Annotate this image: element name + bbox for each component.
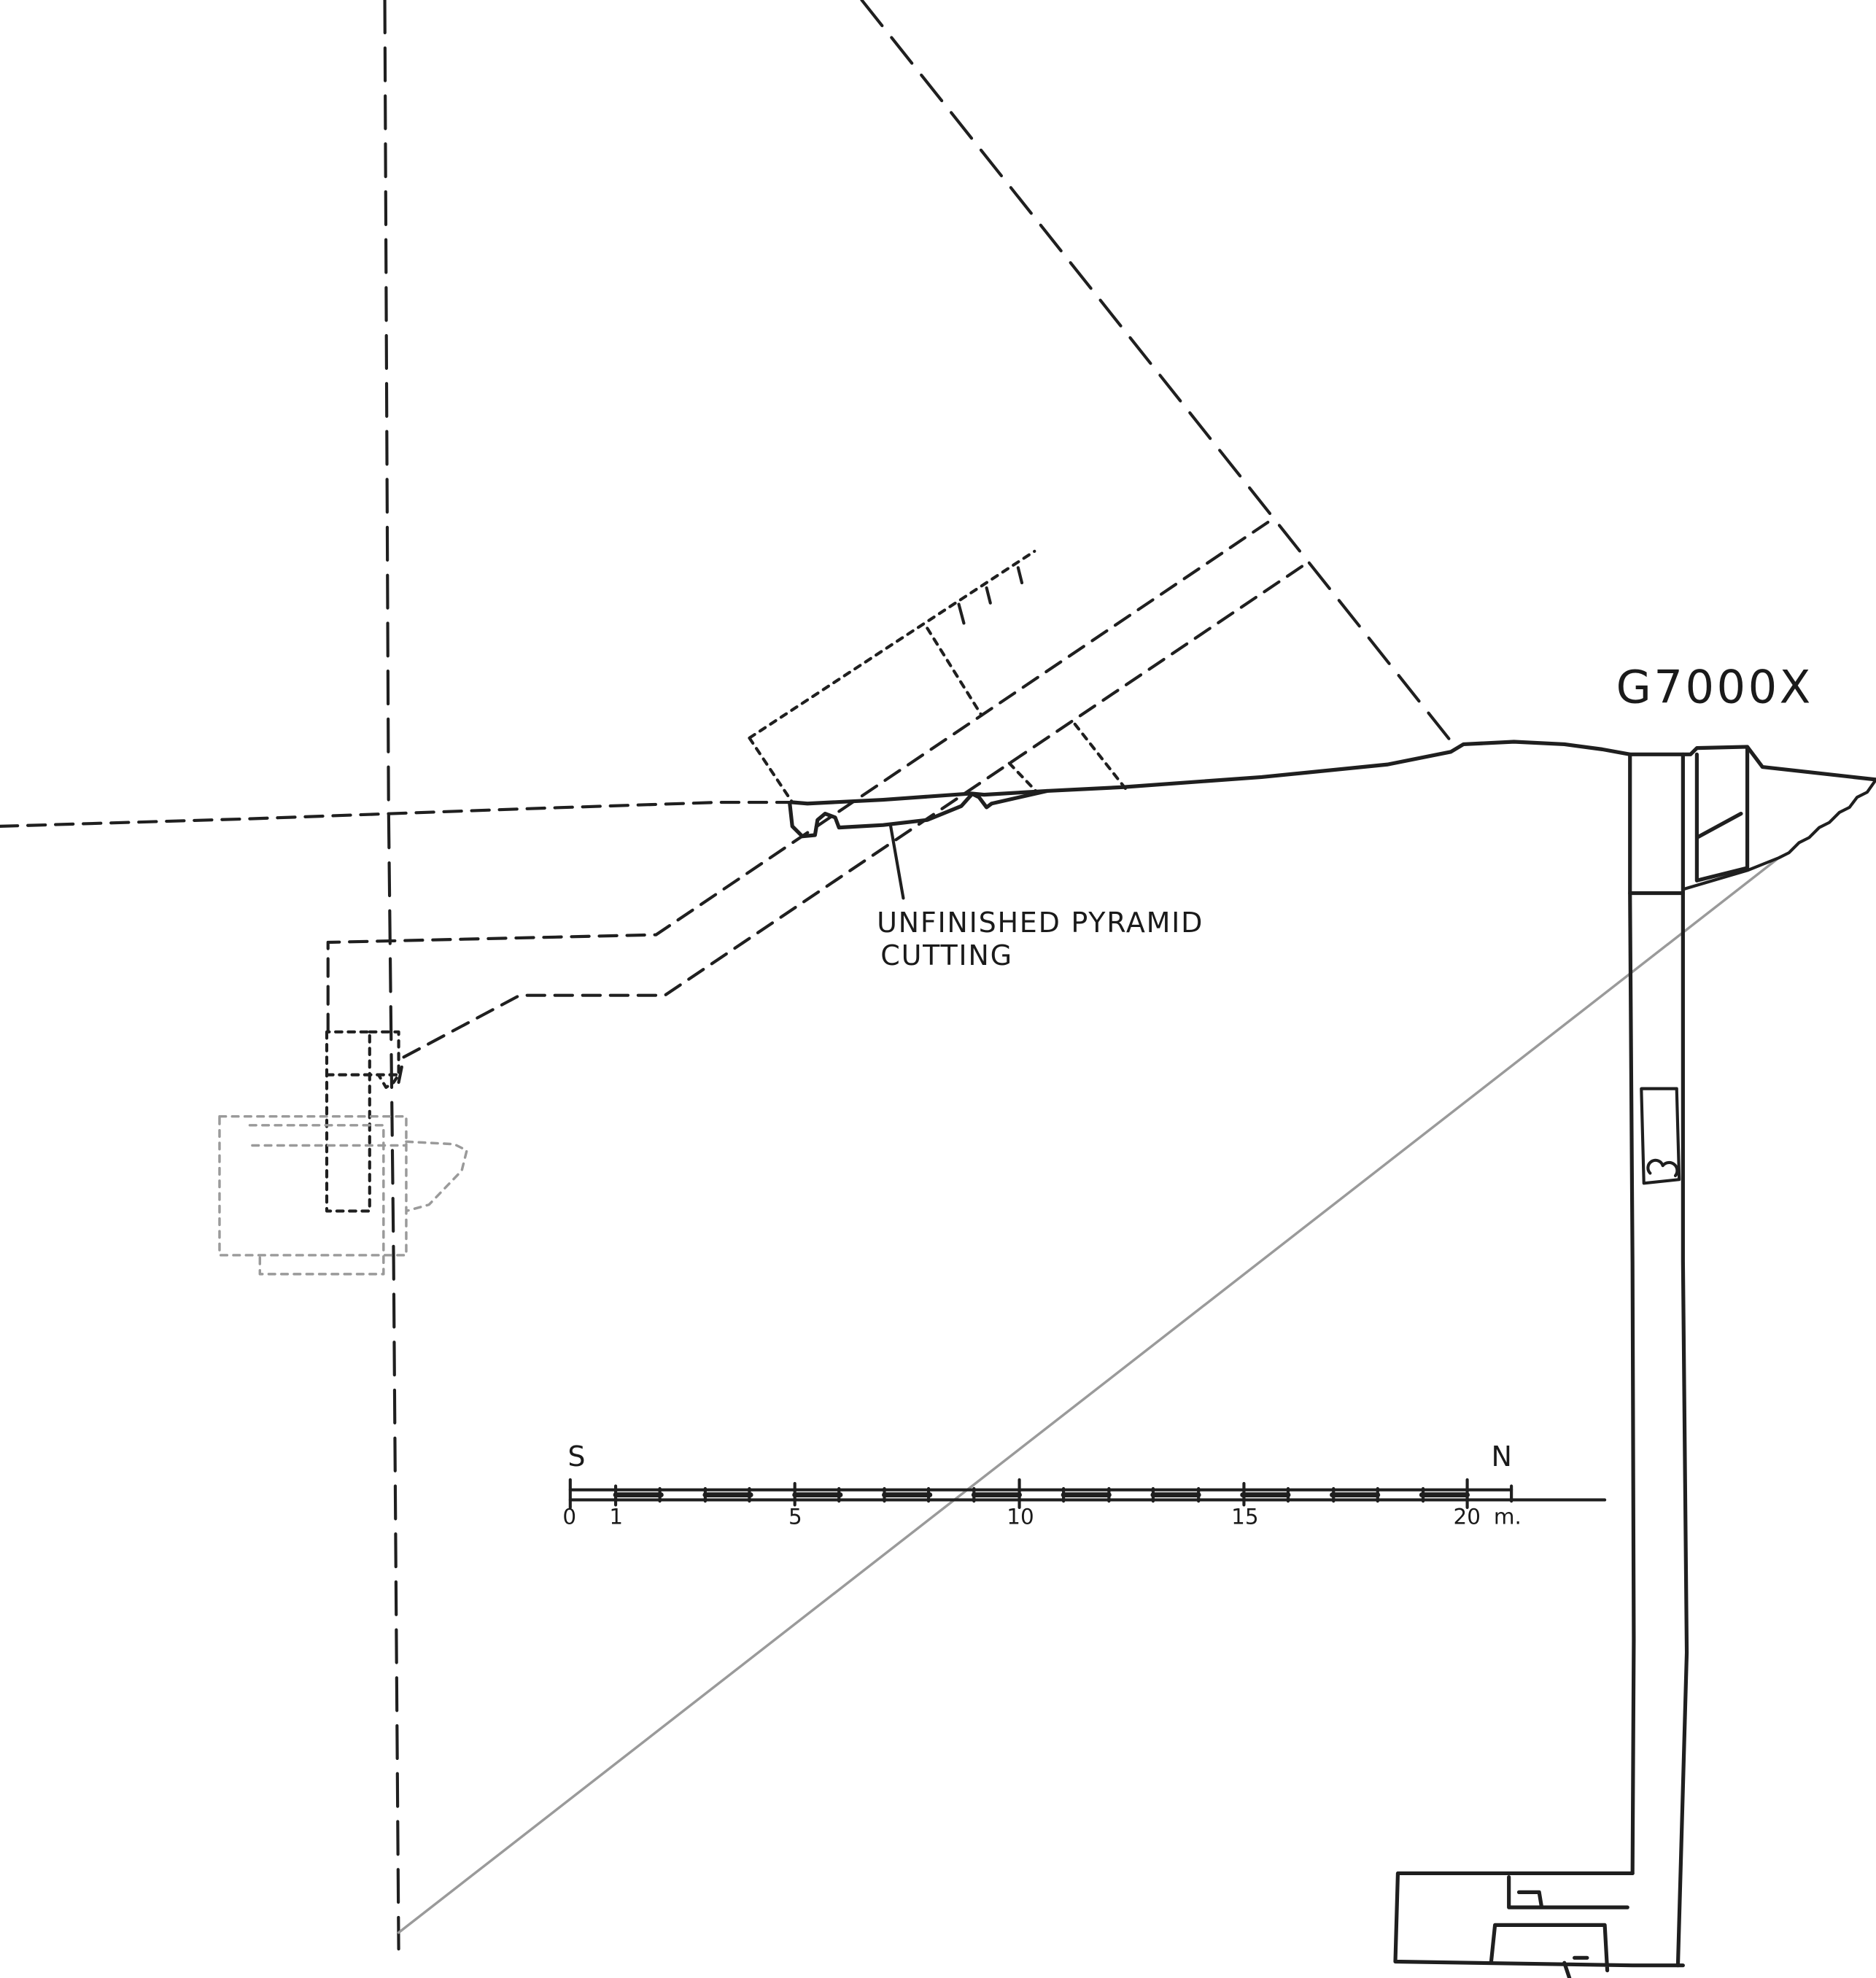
enclosure-ticks xyxy=(957,566,1024,625)
faint-diagonal-line xyxy=(397,856,1780,1934)
lower-structure-faint xyxy=(218,1114,468,1276)
mastaba-block xyxy=(1628,745,1750,896)
stepped-slope xyxy=(1681,777,1876,891)
chamber-outline-dashed xyxy=(325,1030,400,1213)
corridor-upper-line xyxy=(326,520,1270,1033)
shaft-walls xyxy=(1628,891,1689,1968)
tomb-label: G7000X xyxy=(1616,660,1813,713)
burial-chamber xyxy=(1393,1871,1685,1978)
scale-south-label: S xyxy=(567,1440,585,1473)
vertical-datum-line xyxy=(383,0,400,1951)
scale-bar xyxy=(568,1478,1607,1509)
shaft-burial-niche xyxy=(1640,1087,1681,1185)
scale-tick-5: 5 xyxy=(788,1504,802,1529)
ground-line-dashed xyxy=(0,800,794,828)
scale-tick-1: 1 xyxy=(609,1504,623,1529)
cutting-label-line1: UNFINISHED PYRAMID xyxy=(877,907,1203,939)
enclosure-dotted xyxy=(748,549,1127,804)
scale-tick-0: 0 xyxy=(562,1504,576,1529)
scale-bar-line xyxy=(568,1488,1607,1502)
corridor-lower-line xyxy=(397,565,1304,1085)
scale-unit: m. xyxy=(1494,1504,1522,1529)
cutting-leader-line xyxy=(889,824,905,900)
scale-tick-20: 20 xyxy=(1454,1504,1481,1529)
cutting-pit-profile xyxy=(788,788,1050,839)
scale-tick-15: 15 xyxy=(1231,1504,1258,1529)
scale-tick-10: 10 xyxy=(1007,1504,1034,1529)
ground-surface-line xyxy=(790,740,1876,806)
pyramid-face-line xyxy=(860,0,1455,746)
scale-north-label: N xyxy=(1491,1440,1511,1473)
cutting-label-line2: CUTTING xyxy=(880,939,1013,971)
